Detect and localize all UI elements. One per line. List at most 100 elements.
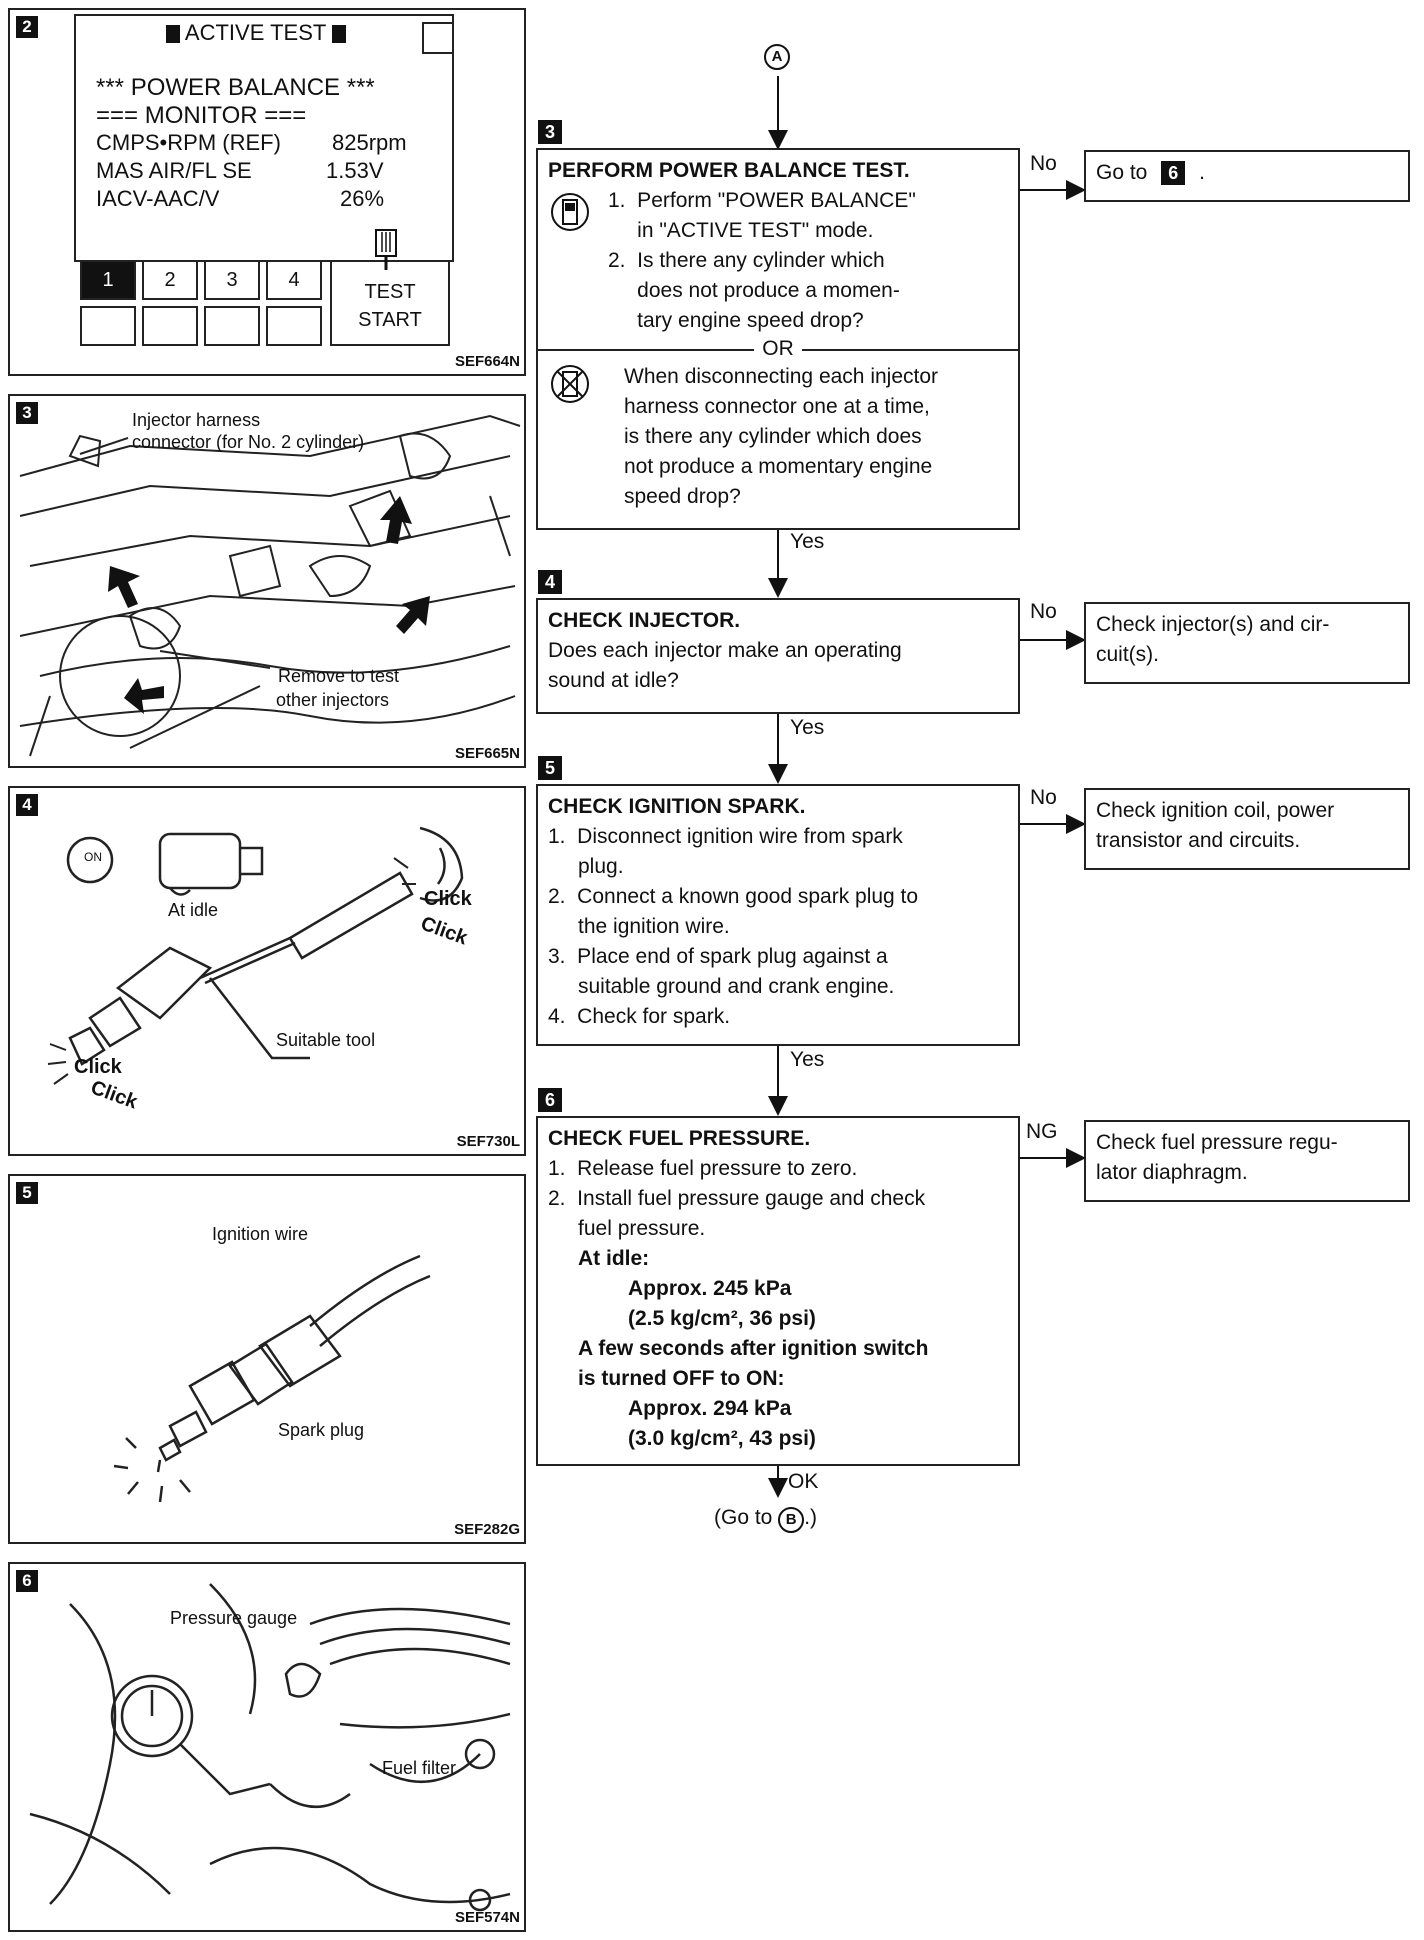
result-text: lator diaphragm. (1096, 1161, 1248, 1184)
panel-number-badge: 3 (16, 402, 38, 424)
label-click: Click (74, 1056, 122, 1078)
flow-exit-go-to-b: (Go to B.) (714, 1506, 817, 1533)
step-badge: 3 (538, 120, 562, 144)
monitor-row-label: IACV-AAC/V (96, 186, 220, 211)
branch-label-yes: Yes (790, 530, 825, 553)
branch-label-yes: Yes (790, 1048, 825, 1071)
pointing-hand-icon (375, 229, 397, 270)
step-no-tool-section: When disconnecting each injector harness… (548, 362, 1008, 512)
active-test-header: ACTIVE TEST (166, 20, 347, 46)
step-line: sound at idle? (548, 669, 679, 692)
branch-label-yes: Yes (790, 716, 825, 739)
step-line: 1. Disconnect ignition wire from spark (548, 825, 903, 848)
result-text: cuit(s). (1096, 643, 1159, 666)
power-balance-title: *** POWER BALANCE *** (96, 74, 375, 101)
step-line: 4. Check for spark. (548, 1005, 731, 1028)
result-text: Check fuel pressure regu- (1096, 1131, 1338, 1154)
panel-injector-harness: 3 Injector harness (8, 394, 526, 768)
connector-a-label: A (764, 44, 790, 70)
step-line: 1. Perform "POWER BALANCE" (608, 189, 916, 212)
or-label: OR (754, 337, 802, 360)
step-6-badge: 6 (1161, 161, 1186, 185)
label-other-injectors: other injectors (276, 690, 390, 710)
result-text: . (1199, 161, 1205, 184)
step-title: CHECK FUEL PRESSURE. (548, 1127, 811, 1150)
label-ignition-wire: Ignition wire (212, 1224, 309, 1244)
exit-text: (Go to (714, 1506, 773, 1529)
monitor-row-value: 26% (340, 186, 385, 211)
cylinder-4-button[interactable]: 4 (266, 260, 322, 300)
cylinder-1-button[interactable]: 1 (80, 260, 136, 300)
fuel-gauge-engine-illustration (29, 1583, 511, 1912)
monitor-row-value: 825rpm (332, 130, 407, 155)
step-badge: 5 (538, 756, 562, 780)
blank-button (142, 306, 198, 346)
step-line: is there any cylinder which does (624, 425, 922, 448)
monitor-title: === MONITOR === (96, 102, 307, 129)
result-check-injector-circuit: Check injector(s) and cir- cuit(s). (1084, 602, 1410, 684)
step-line: When disconnecting each injector (624, 365, 939, 388)
spec-value: Approx. 294 kPa (628, 1397, 792, 1420)
figure-code: SEF730L (456, 1133, 520, 1150)
screen-corner-box (422, 22, 454, 54)
monitor-row-label: MAS AIR/FL SE (96, 158, 252, 183)
figure-code: SEF282G (454, 1521, 520, 1538)
panel-spark-plug: 5 Ignition wire Spark plug SEF282G (8, 1174, 526, 1544)
step-title: CHECK IGNITION SPARK. (548, 795, 806, 818)
blank-button (204, 306, 260, 346)
step-line: in "ACTIVE TEST" mode. (608, 219, 874, 242)
branch-label-ng: NG (1026, 1120, 1058, 1143)
branch-label-no: No (1030, 600, 1057, 623)
panel-number-badge: 2 (16, 16, 38, 38)
blank-button (80, 306, 136, 346)
step-line: suitable ground and crank engine. (578, 975, 895, 998)
result-text: Check ignition coil, power (1096, 799, 1335, 822)
step-title: PERFORM POWER BALANCE TEST. (548, 159, 910, 182)
figure-code: SEF665N (454, 745, 520, 762)
result-text: Go to (1096, 161, 1148, 184)
test-start-button[interactable]: TEST START (330, 260, 450, 346)
spec-value: (3.0 kg/cm², 43 psi) (628, 1427, 816, 1450)
step-check-ignition-spark: CHECK IGNITION SPARK. 1. Disconnect igni… (536, 784, 1020, 1046)
spec-condition-idle: At idle: (578, 1247, 650, 1270)
result-text: Check injector(s) and cir- (1096, 613, 1330, 636)
spec-condition-after-on: A few seconds after ignition switch (578, 1337, 929, 1360)
engine-injector-illustration (19, 414, 521, 757)
step-line: harness connector one at a time, (624, 395, 930, 418)
result-check-ignition-coil: Check ignition coil, power transistor an… (1084, 788, 1410, 870)
result-text: transistor and circuits. (1096, 829, 1301, 852)
step-consult-section: 1. Perform "POWER BALANCE" in "ACTIVE TE… (548, 186, 1008, 336)
connector-b-label: B (778, 1507, 805, 1533)
step-line: fuel pressure. (578, 1217, 706, 1240)
blank-button (266, 306, 322, 346)
label-at-idle: At idle (168, 900, 219, 920)
step-line: the ignition wire. (578, 915, 730, 938)
flow-entry-connector: A (764, 44, 790, 70)
exit-text: .) (804, 1506, 818, 1529)
figure-code: SEF664N (454, 353, 520, 370)
spec-condition-after-on: is turned OFF to ON: (578, 1367, 785, 1390)
label-suitable-tool: Suitable tool (276, 1030, 376, 1050)
spec-value: (2.5 kg/cm², 36 psi) (628, 1307, 816, 1330)
panel-number-badge: 6 (16, 1570, 38, 1592)
step-line: not produce a momentary engine (624, 455, 933, 478)
step-line: tary engine speed drop? (608, 309, 864, 332)
label-pressure-gauge: Pressure gauge (170, 1608, 298, 1628)
cylinder-2-button[interactable]: 2 (142, 260, 198, 300)
panel-consult-screen: 2 ACTIVE TEST *** POWER BALANCE *** === … (8, 8, 526, 376)
panel-injector-sound: 4 ON At idle Click Click Click Click (8, 786, 526, 1156)
no-tool-icon (551, 365, 589, 403)
label-connector-cylinder: connector (for No. 2 cylinder) (132, 432, 365, 452)
step-line: does not produce a momen- (608, 279, 900, 302)
label-fuel-filter: Fuel filter (382, 1758, 457, 1778)
figure-code: SEF574N (454, 1909, 520, 1926)
step-line: plug. (578, 855, 624, 878)
test-start-line: START (358, 309, 422, 331)
cylinder-3-button[interactable]: 3 (204, 260, 260, 300)
consult-tool-icon (551, 193, 589, 231)
branch-label-ok: OK (788, 1470, 819, 1493)
or-divider: OR (538, 336, 1018, 362)
test-start-line: TEST (364, 281, 416, 303)
spec-value: Approx. 245 kPa (628, 1277, 792, 1300)
